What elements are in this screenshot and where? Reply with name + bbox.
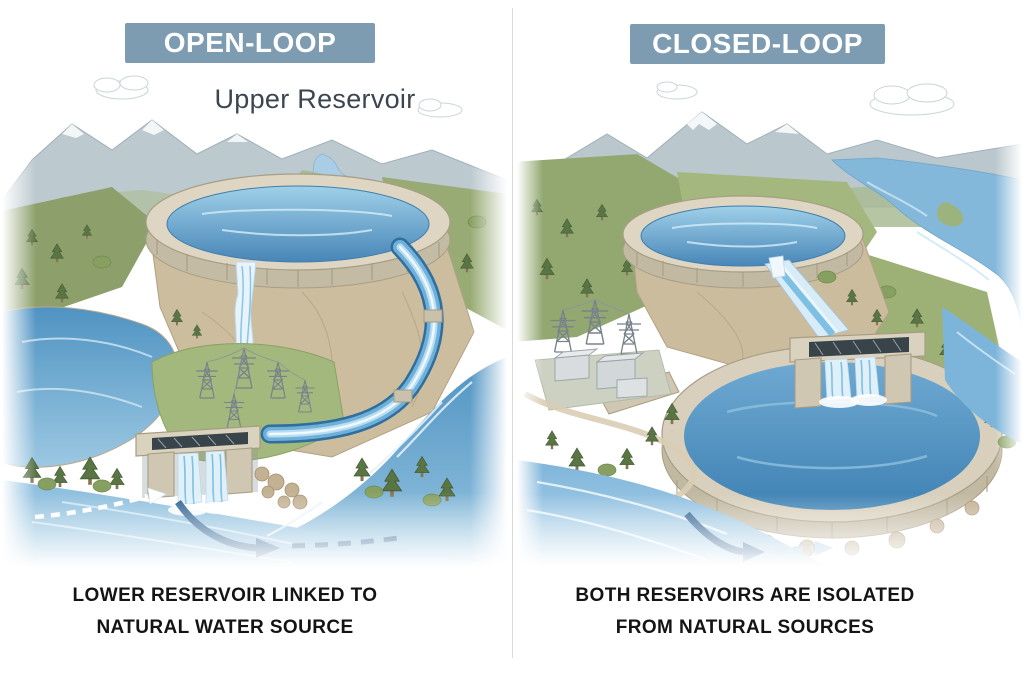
fade-right — [995, 62, 1022, 567]
closed-loop-caption: BOTH RESERVOIRS ARE ISOLATED FROM NATURA… — [525, 580, 965, 644]
clouds — [656, 81, 955, 116]
closed-loop-illustration — [517, 62, 1022, 567]
fade-bottom — [517, 494, 1022, 567]
open-loop-header: OPEN-LOOP — [125, 23, 375, 63]
fade-left — [2, 62, 36, 567]
upper-reservoir — [145, 173, 451, 289]
open-loop-caption: LOWER RESERVOIR LINKED TO NATURAL WATER … — [5, 580, 445, 644]
upper-reservoir — [622, 195, 864, 289]
fade-bottom — [2, 492, 507, 567]
substation — [523, 299, 697, 505]
open-loop-title: OPEN-LOOP — [163, 27, 337, 58]
fade-right — [470, 62, 507, 567]
closed-loop-header: CLOSED-LOOP — [630, 24, 885, 64]
background-lake — [831, 157, 1022, 331]
closed-loop-caption-line2: FROM NATURAL SOURCES — [615, 617, 875, 638]
closed-loop-title: CLOSED-LOOP — [652, 28, 863, 59]
open-loop-caption-line2: NATURAL WATER SOURCE — [96, 617, 354, 638]
powerhouse — [789, 331, 926, 409]
penstock — [260, 237, 444, 444]
open-loop-caption-line1: LOWER RESERVOIR LINKED TO — [72, 585, 378, 606]
upper-reservoir-label: Upper Reservoir — [214, 84, 416, 114]
panel-divider — [512, 8, 513, 658]
clouds — [93, 75, 463, 118]
fade-left — [517, 62, 543, 567]
spillway-chute — [764, 255, 850, 339]
open-loop-illustration — [2, 62, 507, 567]
closed-loop-caption-line1: BOTH RESERVOIRS ARE ISOLATED — [575, 585, 915, 606]
